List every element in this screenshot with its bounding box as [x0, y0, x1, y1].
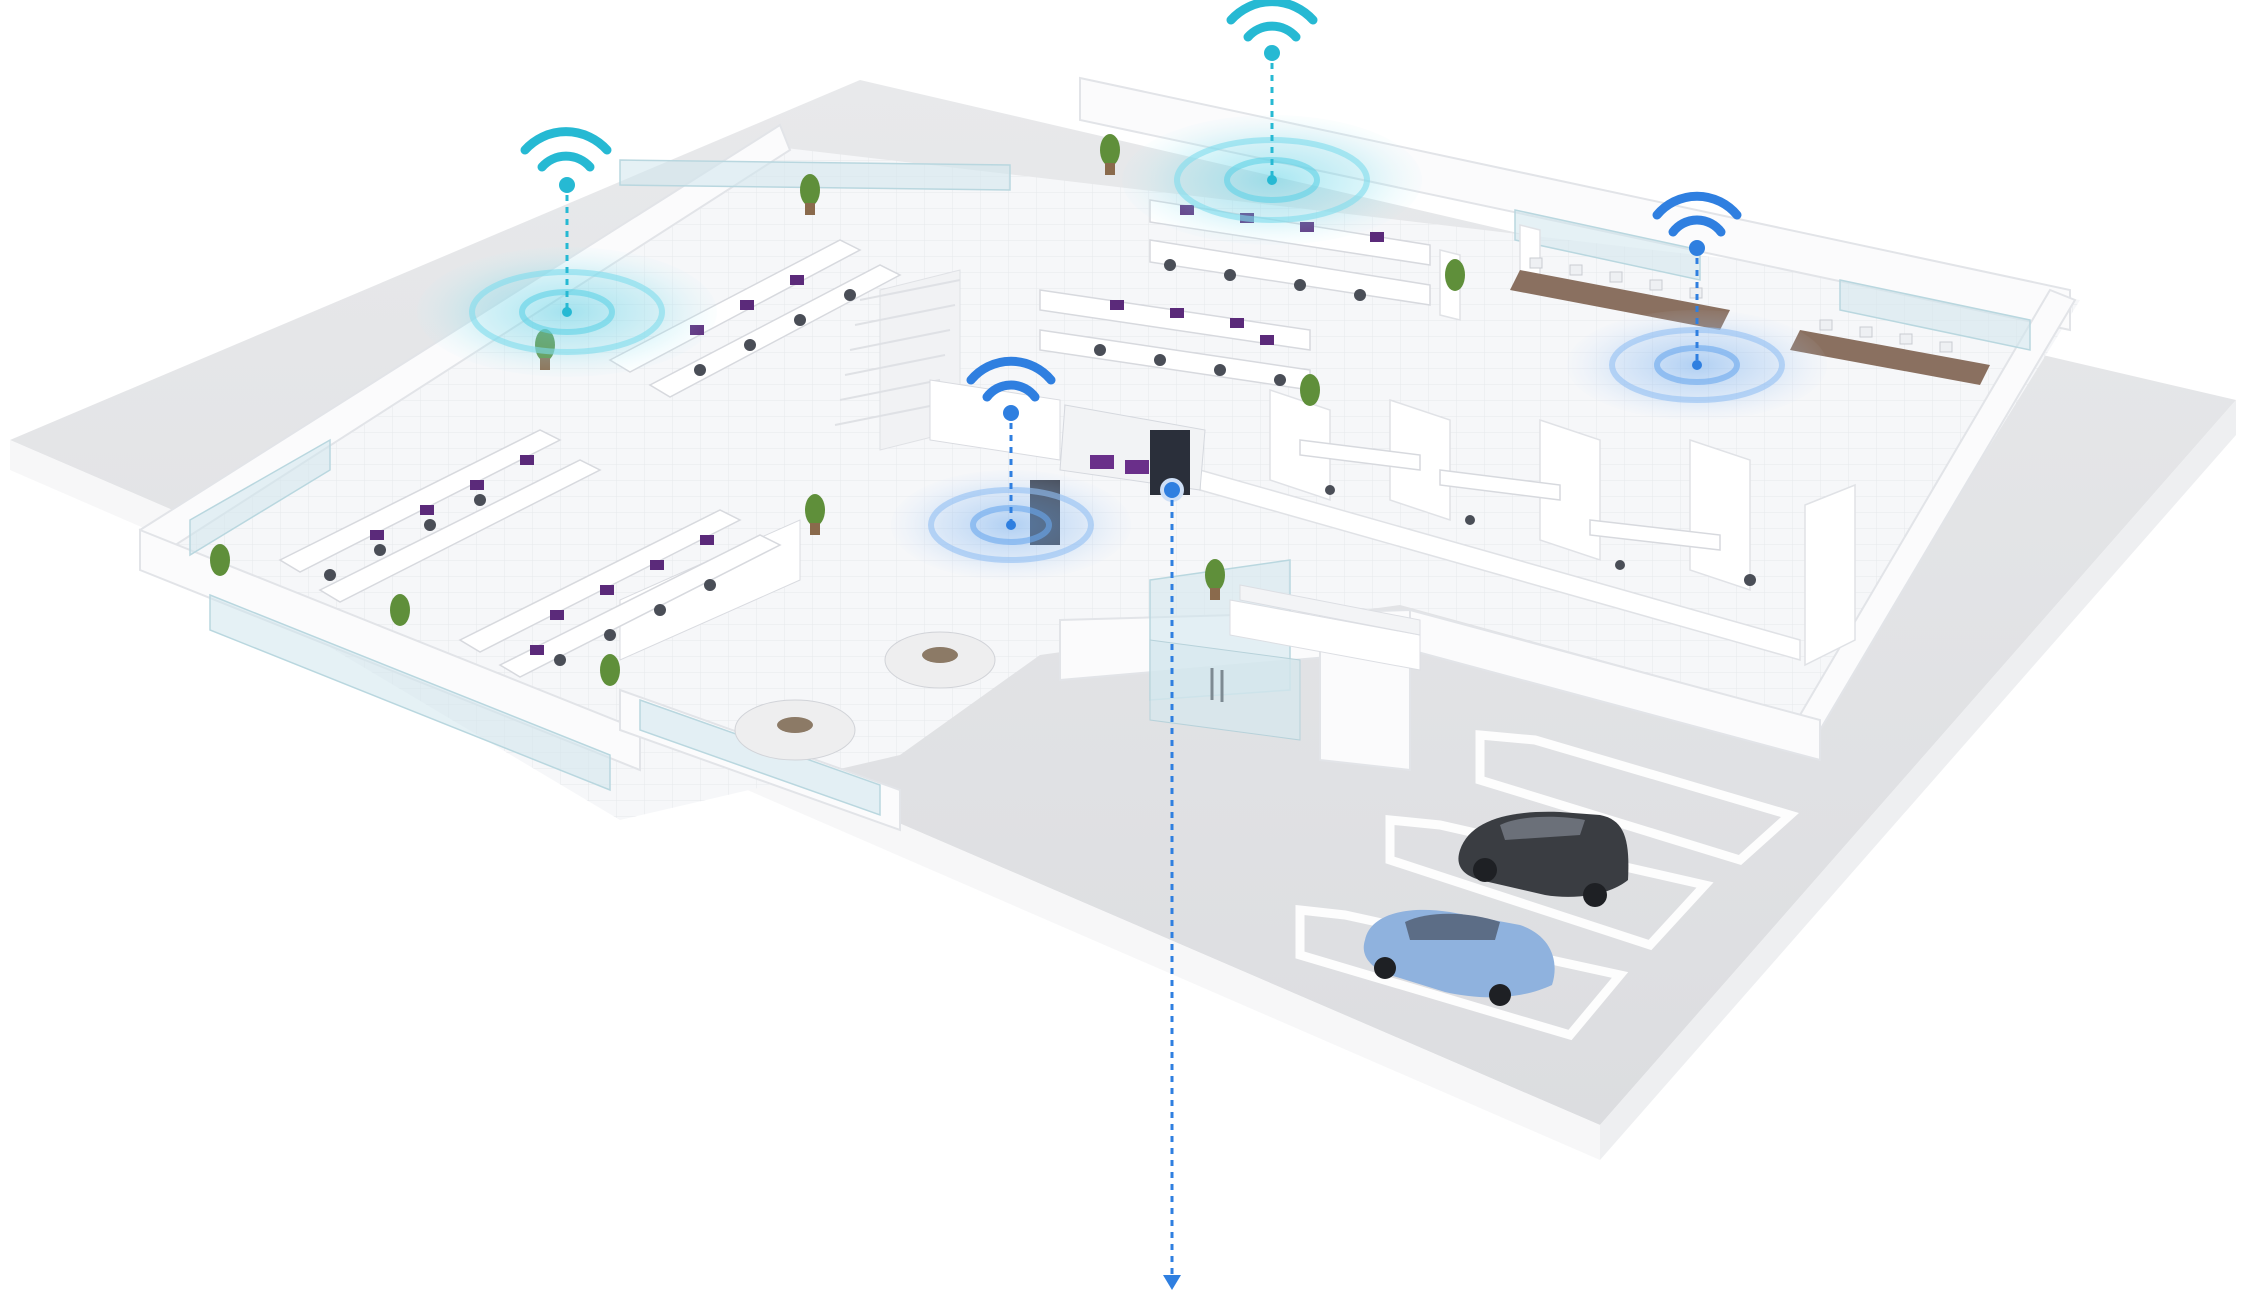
ap-server-room	[966, 356, 1056, 530]
reception-counter	[1229, 584, 1421, 671]
ap-conference-room	[1652, 191, 1742, 370]
wifi-icon	[1226, 0, 1318, 42]
entrance-door	[1149, 639, 1301, 741]
ap-open-office-north	[1226, 0, 1318, 185]
wifi-icon	[520, 127, 612, 172]
chairs	[324, 259, 1756, 666]
wifi-icon	[1652, 191, 1742, 237]
interior-walls	[1199, 224, 1856, 667]
glass-partitions	[189, 159, 2031, 817]
parking-lot	[1295, 730, 1799, 1041]
dark-suv	[1458, 811, 1629, 907]
blue-sedan	[1363, 909, 1555, 1006]
wifi-icon	[966, 356, 1056, 402]
ap-open-office-west	[520, 127, 612, 317]
plants	[210, 134, 1465, 686]
uplink-line	[1160, 478, 1184, 1290]
arrow-down-icon	[1163, 1275, 1181, 1290]
lounge-pods	[734, 631, 996, 761]
